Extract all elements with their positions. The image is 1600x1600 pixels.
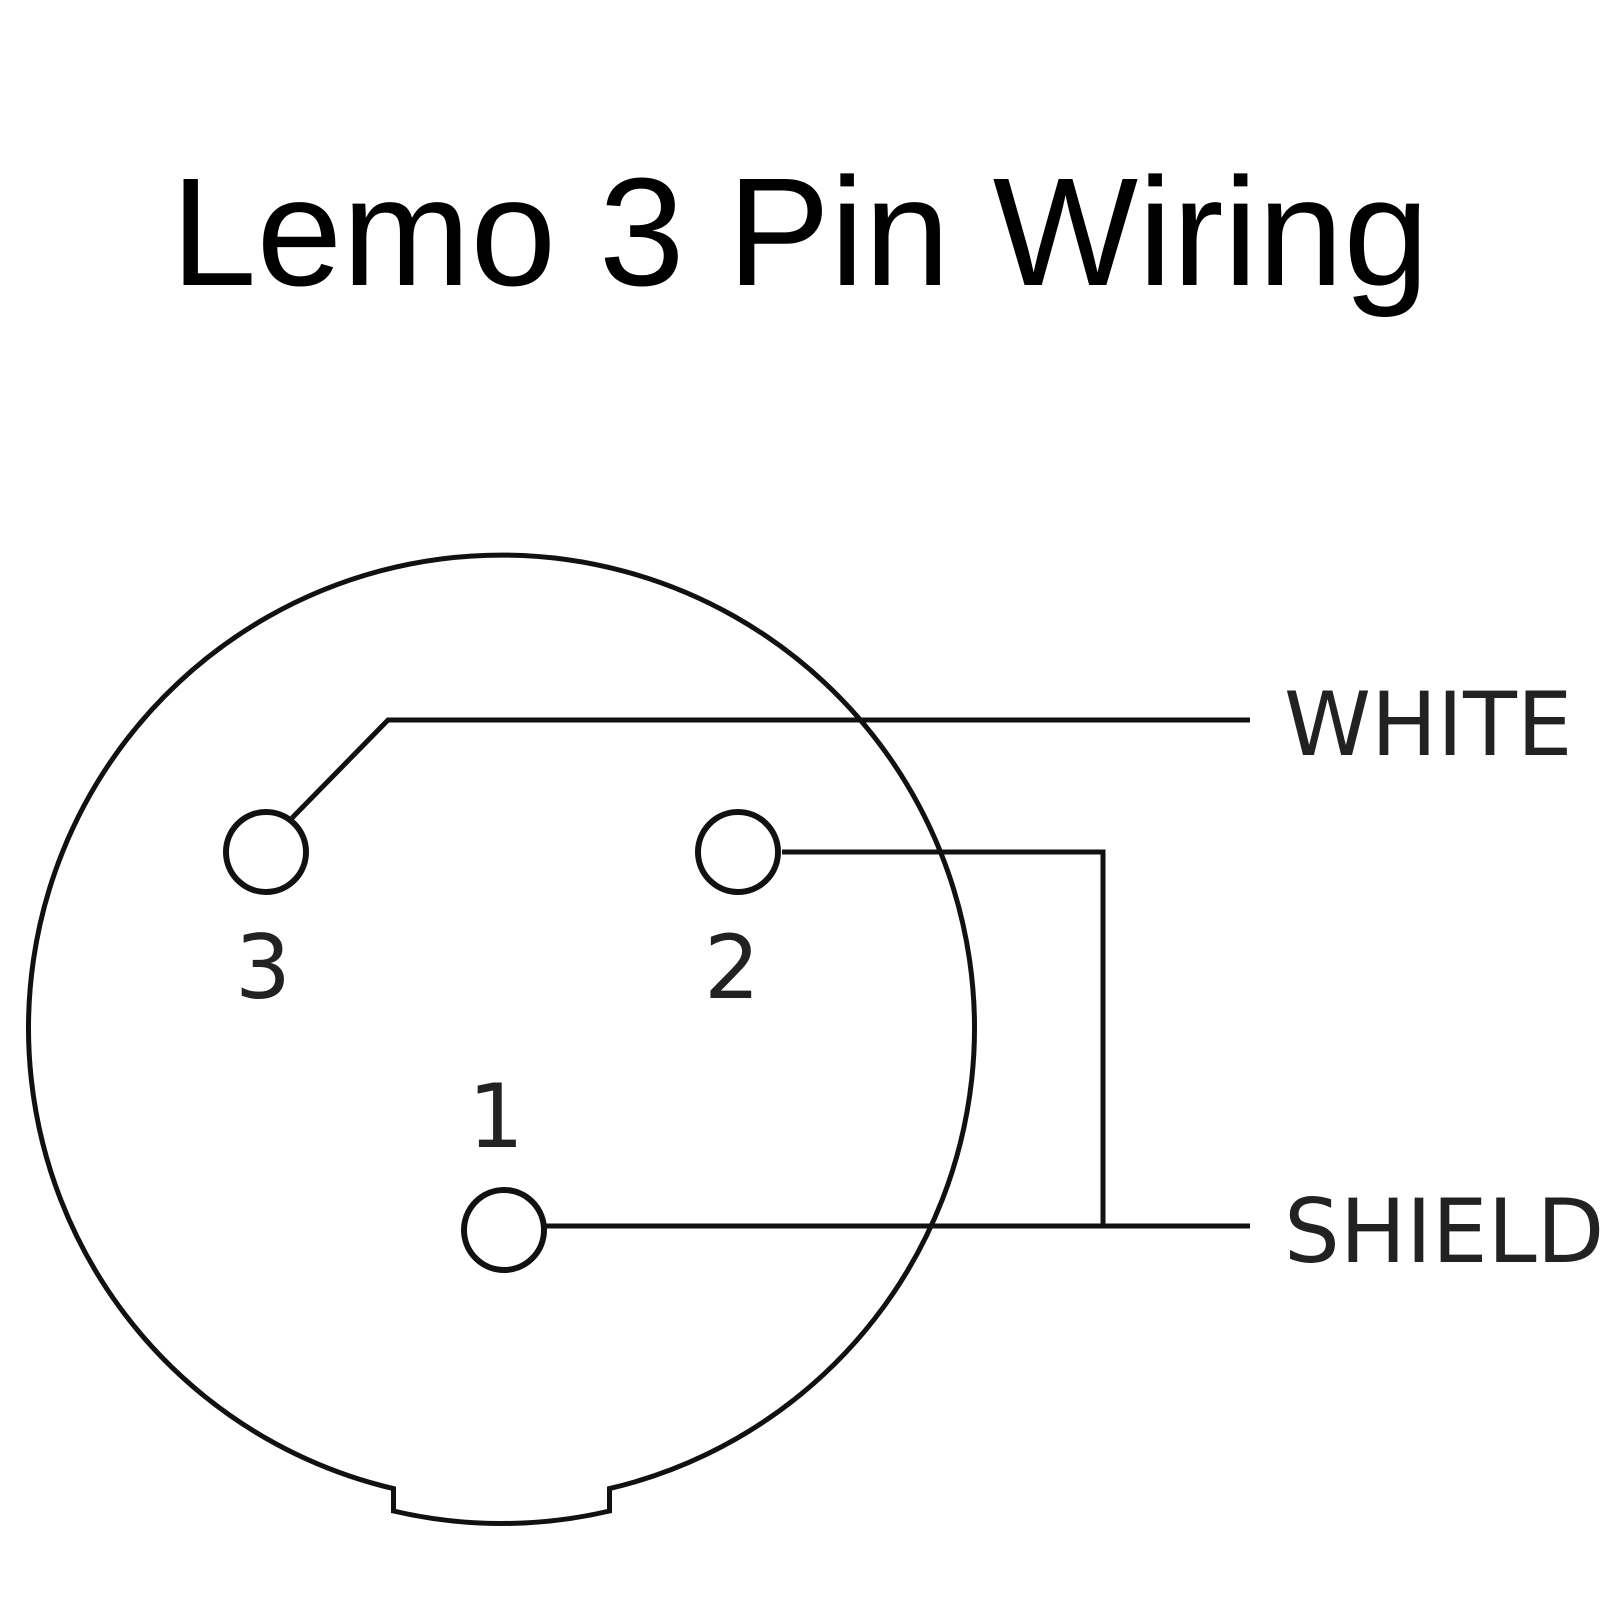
shield-wire-pin2 [782,849,1106,1226]
pin-2-label: 2 [704,916,760,1019]
diagram-title: Lemo 3 Pin Wiring [170,146,1430,318]
white-wire [290,717,1250,820]
connector-outline [26,552,977,1526]
pin-1-contact [461,1187,547,1273]
white-wire-label: WHITE [1284,673,1573,776]
pin-3-contact [223,809,309,895]
pin-2-contact [695,809,781,895]
pin-3-label: 3 [235,916,291,1019]
shield-wire-label: SHIELD [1284,1180,1600,1283]
pin-1-label: 1 [468,1065,524,1168]
